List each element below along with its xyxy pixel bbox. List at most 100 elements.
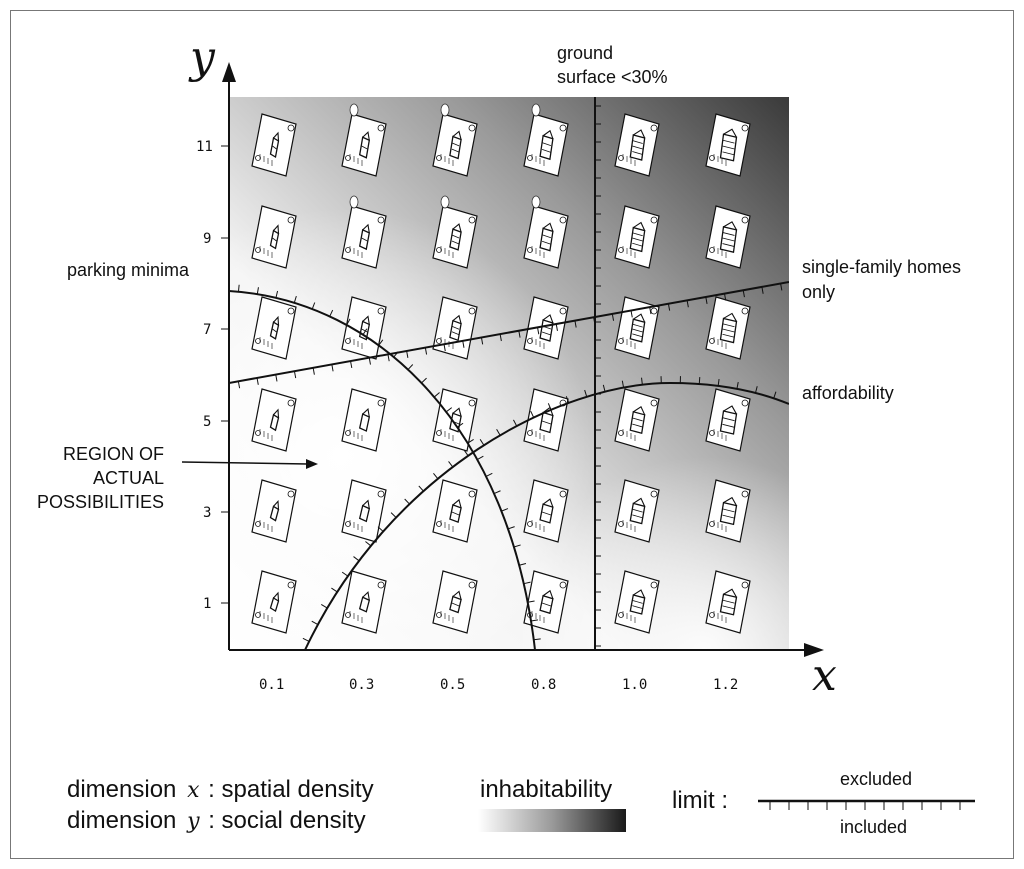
- limit-tick: [445, 407, 453, 413]
- limit-tick: [329, 309, 334, 317]
- limit-tick: [406, 350, 409, 358]
- limit-tick: [686, 300, 689, 308]
- y-tick-label: 5: [203, 414, 211, 430]
- house-on-lot-icon: [341, 479, 387, 543]
- limit-tick: [565, 396, 570, 404]
- limit-tick: [667, 303, 671, 311]
- house-on-lot-icon: [523, 388, 569, 452]
- limit-tick: [485, 472, 493, 477]
- limit-tick: [555, 323, 558, 331]
- parking-minima-label: parking minima: [67, 260, 190, 280]
- limit-tick: [547, 403, 552, 410]
- limit-tick: [533, 638, 541, 641]
- limit-tick: [698, 377, 701, 385]
- x-axis-ticks: 0.1 0.3 0.5 0.8 1.0 1.2: [259, 677, 738, 693]
- y-axis-ticks: 1 3 5 7 9 11: [196, 139, 229, 612]
- limit-tick: [593, 317, 596, 325]
- limit-tick: [256, 377, 259, 385]
- limit-tick: [331, 364, 334, 372]
- limit-tick: [331, 587, 338, 593]
- limit-tick: [433, 392, 440, 398]
- house-on-lot-icon: [251, 296, 297, 360]
- limit-tick: [630, 310, 633, 318]
- limit-tick: [378, 339, 384, 346]
- house-on-lot-icon: [614, 296, 660, 360]
- limit-tick: [523, 581, 531, 585]
- limit-tick: [393, 351, 399, 358]
- limit-tick: [641, 377, 643, 385]
- limit-tick: [463, 449, 469, 457]
- house-on-lot-icon: [251, 113, 297, 177]
- limit-tick: [717, 378, 720, 387]
- x-axis-arrow: [804, 643, 824, 657]
- house-on-lot-icon: [432, 103, 478, 177]
- house-on-lot-icon: [705, 205, 751, 269]
- ground-surface-label-2: surface <30%: [557, 67, 668, 87]
- limit-tick: [256, 287, 259, 295]
- limit-tick: [368, 357, 371, 365]
- parking-minima-limit-curve: [229, 290, 536, 650]
- limit-tick: [530, 619, 539, 622]
- region-arrow-line: [181, 461, 309, 465]
- limit-tick: [346, 318, 351, 326]
- limit-tick: [362, 328, 368, 335]
- single-family-limit-line: [229, 281, 789, 384]
- house-on-lot-icon: [251, 388, 297, 452]
- legend-included: included: [840, 817, 907, 837]
- limit-tick: [736, 381, 739, 390]
- limit-tick: [320, 604, 328, 609]
- limit-tick: [443, 344, 446, 352]
- limit-tick: [476, 455, 484, 460]
- house-on-lot-icon: [614, 479, 660, 543]
- x-axis-name: x: [812, 650, 837, 701]
- region-label-2: ACTUAL: [93, 468, 164, 488]
- limit-tick: [530, 411, 535, 418]
- limit-tick: [773, 391, 777, 399]
- house-on-lot-icon: [523, 479, 569, 543]
- limit-tick: [574, 320, 577, 328]
- house-on-lot-icon: [705, 113, 751, 177]
- limit-tick: [448, 461, 454, 468]
- limit-tick: [754, 386, 758, 394]
- limit-tick: [467, 439, 474, 444]
- limit-tick: [611, 313, 615, 321]
- limit-tick: [513, 419, 518, 427]
- house-on-lot-icon: [341, 388, 387, 452]
- limit-tick: [350, 360, 353, 369]
- legend-dimension-y: dimension y : social density: [67, 807, 366, 834]
- house-on-lot-icon: [705, 296, 751, 360]
- limit-tick: [365, 541, 372, 547]
- plot-light-region-2: [229, 97, 789, 650]
- limit-tick: [649, 307, 652, 315]
- limit-tick: [424, 347, 428, 355]
- house-on-lot-icon: [432, 570, 478, 634]
- single-family-label: single-family homes: [802, 257, 961, 277]
- house-on-lot-icon: [705, 479, 751, 543]
- limit-tick: [480, 337, 484, 345]
- house-on-lot-icon: [705, 388, 751, 452]
- limit-tick: [312, 367, 315, 375]
- limit-tick: [584, 389, 588, 397]
- limit-tick: [537, 327, 540, 335]
- legend: dimension x : spatial density dimension …: [67, 769, 975, 837]
- limit-tick-marks: [237, 105, 783, 647]
- limit-tick: [404, 498, 410, 505]
- limit-tick: [353, 556, 360, 562]
- x-tick-label: 1.0: [622, 677, 647, 693]
- limit-tick: [387, 354, 390, 362]
- limit-tick: [499, 334, 502, 342]
- limit-tick: [462, 340, 465, 348]
- legend-excluded: excluded: [840, 769, 912, 789]
- y-tick-label: 9: [203, 231, 211, 247]
- limit-tick: [293, 371, 297, 379]
- limit-tick: [742, 290, 745, 298]
- limit-tick: [761, 286, 764, 294]
- limit-tick: [501, 508, 509, 512]
- house-on-lot-icon: [614, 570, 660, 634]
- region-label-3: POSSIBILITIES: [37, 492, 164, 512]
- limit-tick: [602, 384, 606, 392]
- house-on-lot-icon: [341, 570, 387, 634]
- limit-tick: [479, 439, 485, 446]
- limit-tick: [527, 600, 535, 603]
- limit-tick: [407, 364, 414, 370]
